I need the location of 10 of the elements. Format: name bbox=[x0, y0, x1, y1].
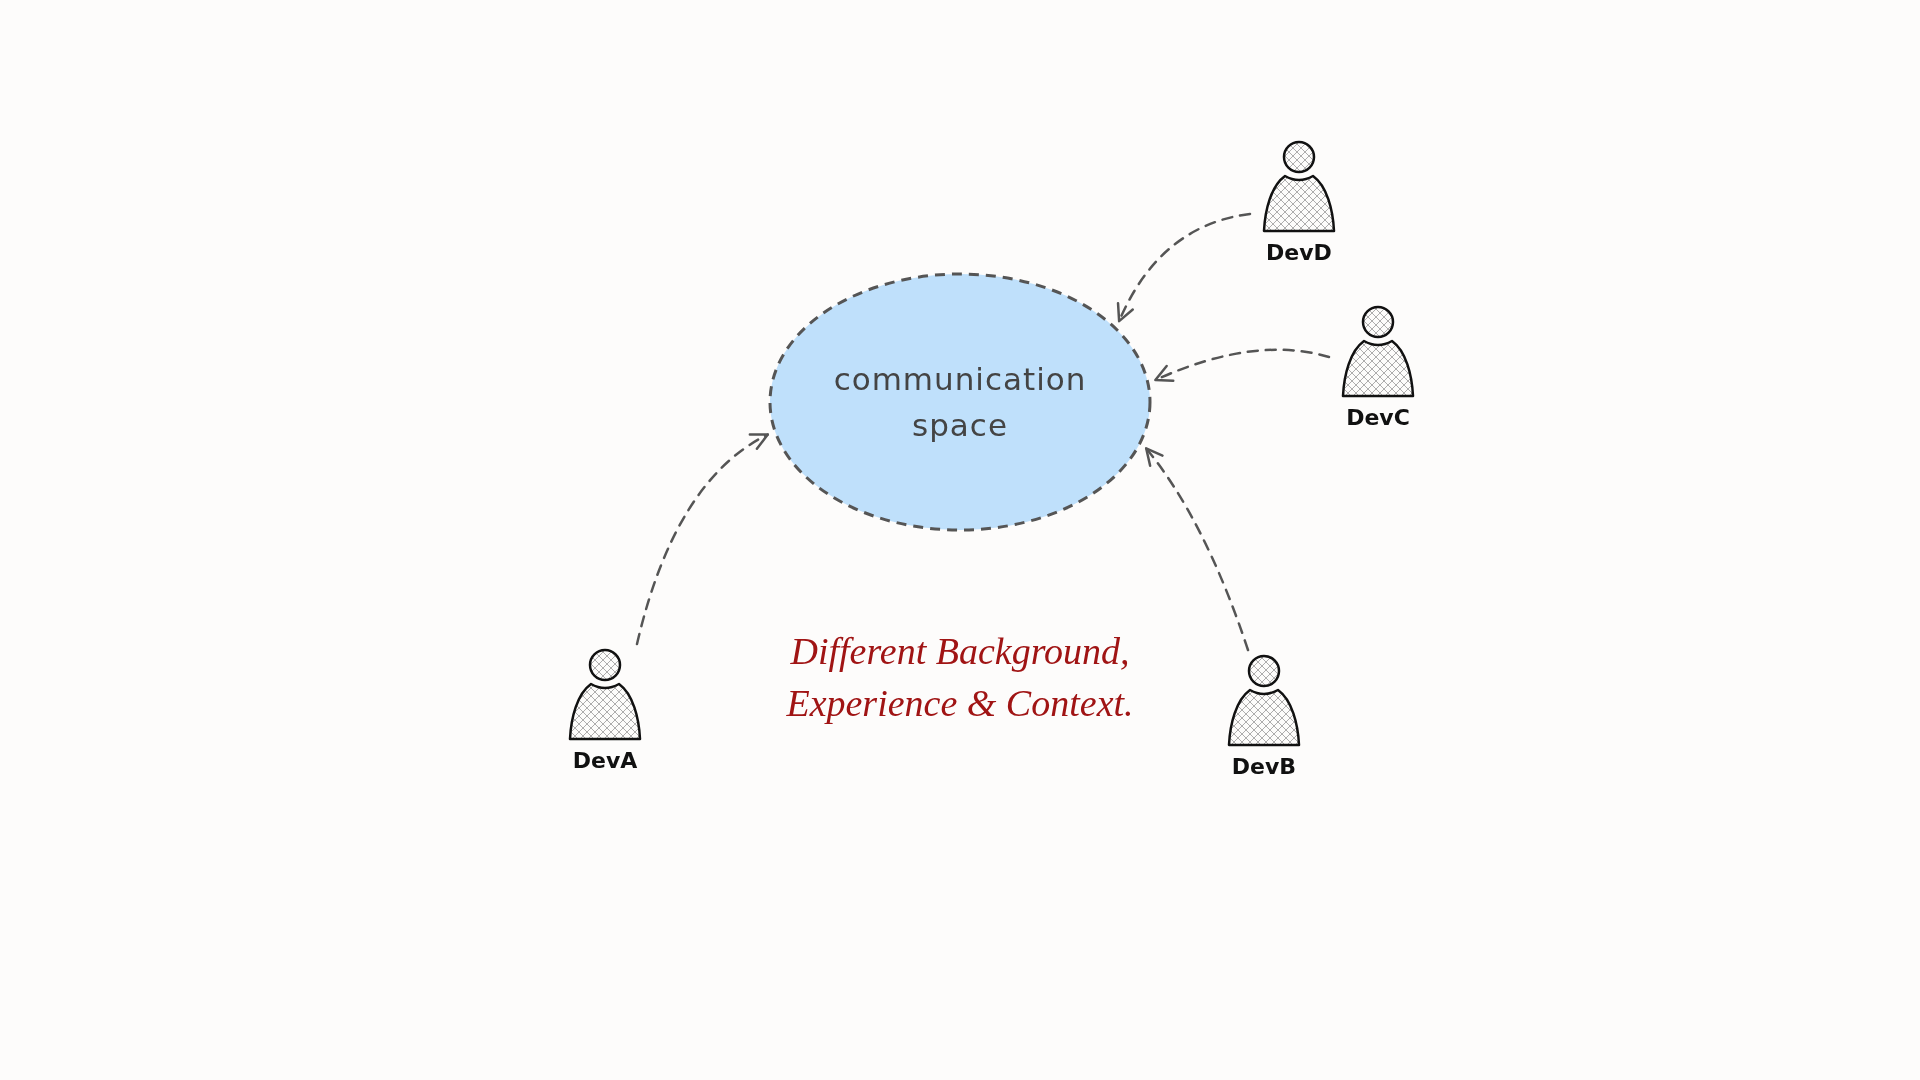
person-label: DevD bbox=[1265, 240, 1333, 265]
person-label: DevA bbox=[571, 748, 639, 773]
dashed-arrow bbox=[1117, 212, 1252, 323]
note-text: Different Background, Experience & Context. bbox=[785, 629, 1135, 727]
person-label: DevC bbox=[1345, 405, 1411, 430]
dashed-arrow bbox=[1154, 348, 1331, 383]
person-label: DevB bbox=[1230, 754, 1298, 779]
ellipse-label: communication space bbox=[832, 359, 1088, 445]
dashed-arrow bbox=[1144, 447, 1250, 652]
dashed-arrow bbox=[635, 433, 769, 646]
